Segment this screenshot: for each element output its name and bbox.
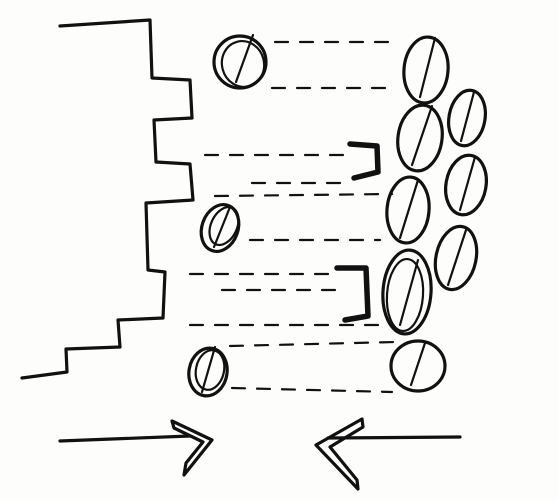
circle-particle (384, 175, 432, 244)
bracket-mark (350, 144, 378, 178)
bracket-mark (337, 268, 368, 320)
circle-particle (430, 223, 482, 294)
dashed-flow-lines (190, 42, 393, 392)
stepped-wall (22, 20, 193, 378)
circle-particle (401, 35, 451, 105)
circle-particle (394, 102, 447, 173)
circle-particle (441, 152, 491, 218)
right-pointing-arrow (60, 421, 212, 475)
circle-particle (214, 35, 269, 92)
circle-particle (185, 345, 231, 399)
circle-particle (444, 87, 489, 148)
circle-particle (391, 341, 445, 391)
circle-particle (195, 199, 245, 256)
circle-particle (380, 248, 434, 335)
left-pointing-arrow (316, 419, 460, 489)
right-circle-cluster (380, 35, 491, 391)
